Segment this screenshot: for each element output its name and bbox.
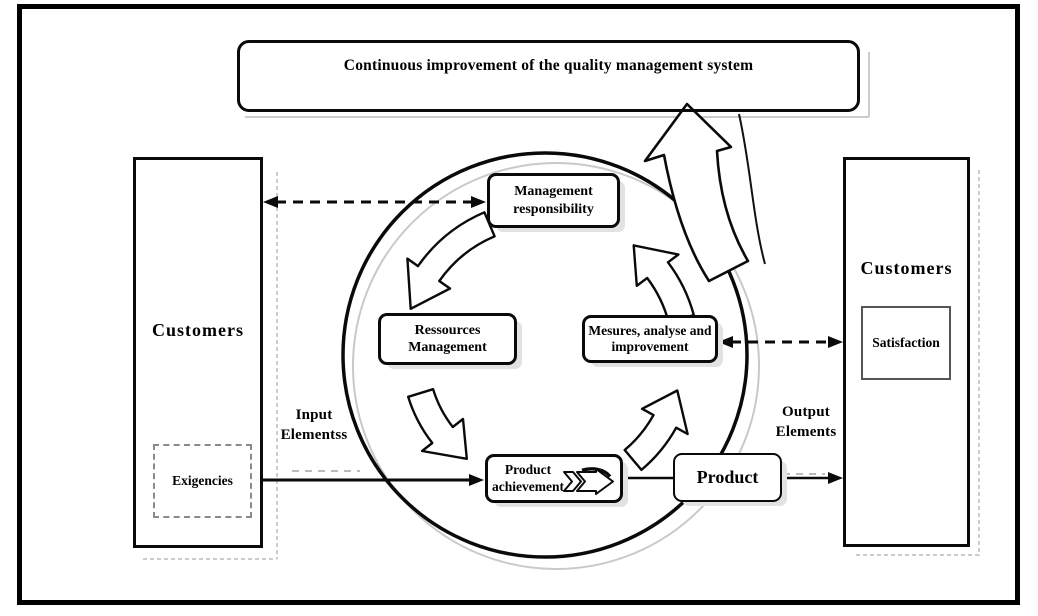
gray-dash-artifacts bbox=[292, 470, 825, 475]
arrowhead-into-achievement bbox=[469, 474, 484, 486]
continuous-improvement-banner: Continuous improvement of the quality ma… bbox=[237, 40, 860, 112]
measures-analyse-improvement-node: Mesures, analyse and improvement bbox=[582, 315, 718, 363]
arrowhead-right-into-management bbox=[471, 196, 486, 208]
resources-management-node: Ressources Management bbox=[378, 313, 517, 365]
shadow-lines bbox=[143, 52, 980, 560]
cycle-arrow-management-to-resources-icon bbox=[406, 211, 496, 310]
customers-right-box: Customers Satisfaction bbox=[843, 157, 970, 547]
measures-analyse-improvement-label: Mesures, analyse and improvement bbox=[588, 322, 712, 354]
right-customer-shadow-line bbox=[856, 170, 980, 556]
product-node: Product bbox=[673, 453, 782, 502]
improvement-arrow-icon bbox=[643, 102, 750, 283]
double-chevron-arrow-icon bbox=[563, 467, 614, 495]
management-responsibility-label: Management responsibility bbox=[513, 184, 594, 217]
cycle-circle bbox=[341, 151, 749, 559]
input-elements-label: Input Elementss bbox=[280, 407, 348, 443]
cycle-arrow-resources-to-achievement-icon bbox=[407, 388, 468, 460]
left-customer-shadow-line bbox=[143, 172, 278, 560]
satisfaction-box: Satisfaction bbox=[861, 306, 951, 380]
banner-shadow-line bbox=[245, 52, 870, 118]
cycle-arrow-achievement-to-measures-icon bbox=[623, 389, 689, 472]
exigencies-box: Exigencies bbox=[153, 444, 252, 518]
cycle-circle-shadow bbox=[352, 162, 760, 570]
diagram-border bbox=[17, 4, 1020, 605]
customers-left-box: Customers Exigencies bbox=[133, 157, 263, 548]
customers-right-title: Customers bbox=[860, 258, 953, 278]
product-achievement-node: Product achievement bbox=[485, 454, 623, 503]
arrowhead-right-into-satisfaction bbox=[828, 336, 843, 348]
resources-management-label: Ressources Management bbox=[408, 322, 487, 355]
arrowhead-into-right-customers bbox=[828, 472, 843, 484]
flow-lines bbox=[253, 476, 829, 482]
connector-arrowheads bbox=[263, 196, 843, 486]
product-label: Product bbox=[696, 466, 759, 487]
cycle-arrow-measures-to-management-icon bbox=[632, 244, 695, 324]
exigencies-label: Exigencies bbox=[172, 472, 233, 488]
product-achievement-label: Product achievement bbox=[492, 462, 564, 494]
satisfaction-label: Satisfaction bbox=[872, 334, 940, 350]
management-responsibility-node: Management responsibility bbox=[487, 173, 620, 228]
output-elements-label: Output Elements bbox=[775, 404, 837, 440]
banner-label: Continuous improvement of the quality ma… bbox=[343, 57, 754, 74]
arrowhead-left-into-customers bbox=[263, 196, 278, 208]
customers-left-title: Customers bbox=[152, 320, 244, 340]
improvement-arrow-outline-echo bbox=[738, 113, 766, 265]
arrowhead-left-into-measures bbox=[718, 336, 733, 348]
